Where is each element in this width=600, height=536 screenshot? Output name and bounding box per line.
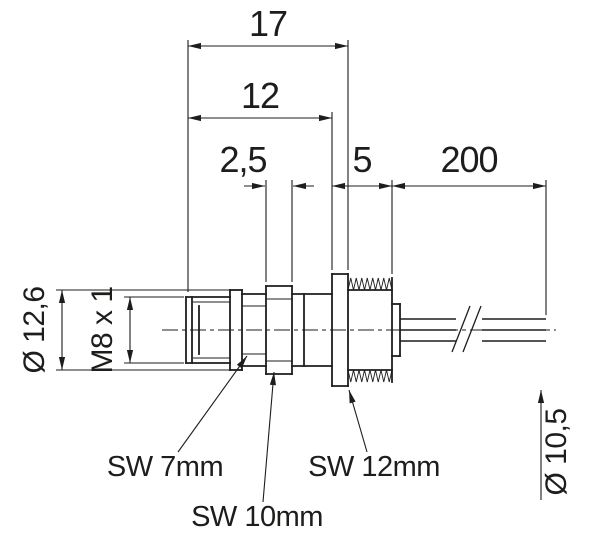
dimension-body-length: 12 <box>188 75 333 270</box>
dim-m8x1-label: M8 x 1 <box>86 286 119 373</box>
dimension-thread-spec: M8 x 1 <box>86 286 184 374</box>
sw10-label: SW 10mm <box>191 501 323 533</box>
dimension-cable-length: 200 <box>392 139 547 315</box>
knurl-section <box>347 277 393 383</box>
dim-dia-12-6-label: Ø 12,6 <box>18 286 51 373</box>
dim-200-label: 200 <box>440 139 497 180</box>
dimension-front-diameter: Ø 12,6 <box>18 286 234 374</box>
flange-plate <box>331 273 349 387</box>
dimension-rear-diameter: Ø 10,5 <box>537 390 573 500</box>
dimension-total-length: 17 <box>187 3 349 292</box>
dim-2-5-label: 2,5 <box>219 139 266 180</box>
sw7-label: SW 7mm <box>107 451 223 483</box>
thread-section <box>185 296 231 364</box>
dim-12-label: 12 <box>241 75 279 116</box>
dimension-flange-length: 5 <box>332 139 393 274</box>
callout-sw7: SW 7mm <box>107 355 248 483</box>
hex-sw10 <box>265 285 293 375</box>
sw12-label: SW 12mm <box>308 451 440 483</box>
dim-5-label: 5 <box>352 139 371 180</box>
dim-17-label: 17 <box>249 3 287 44</box>
ring-section <box>291 293 333 367</box>
callout-sw10: SW 10mm <box>191 371 323 533</box>
dimension-panel-thickness: 2,5 <box>219 139 314 282</box>
cable <box>400 305 546 353</box>
cable-break-icon <box>451 305 482 353</box>
callout-sw12: SW 12mm <box>308 389 440 483</box>
dim-dia-10-5-label: Ø 10,5 <box>540 408 573 495</box>
